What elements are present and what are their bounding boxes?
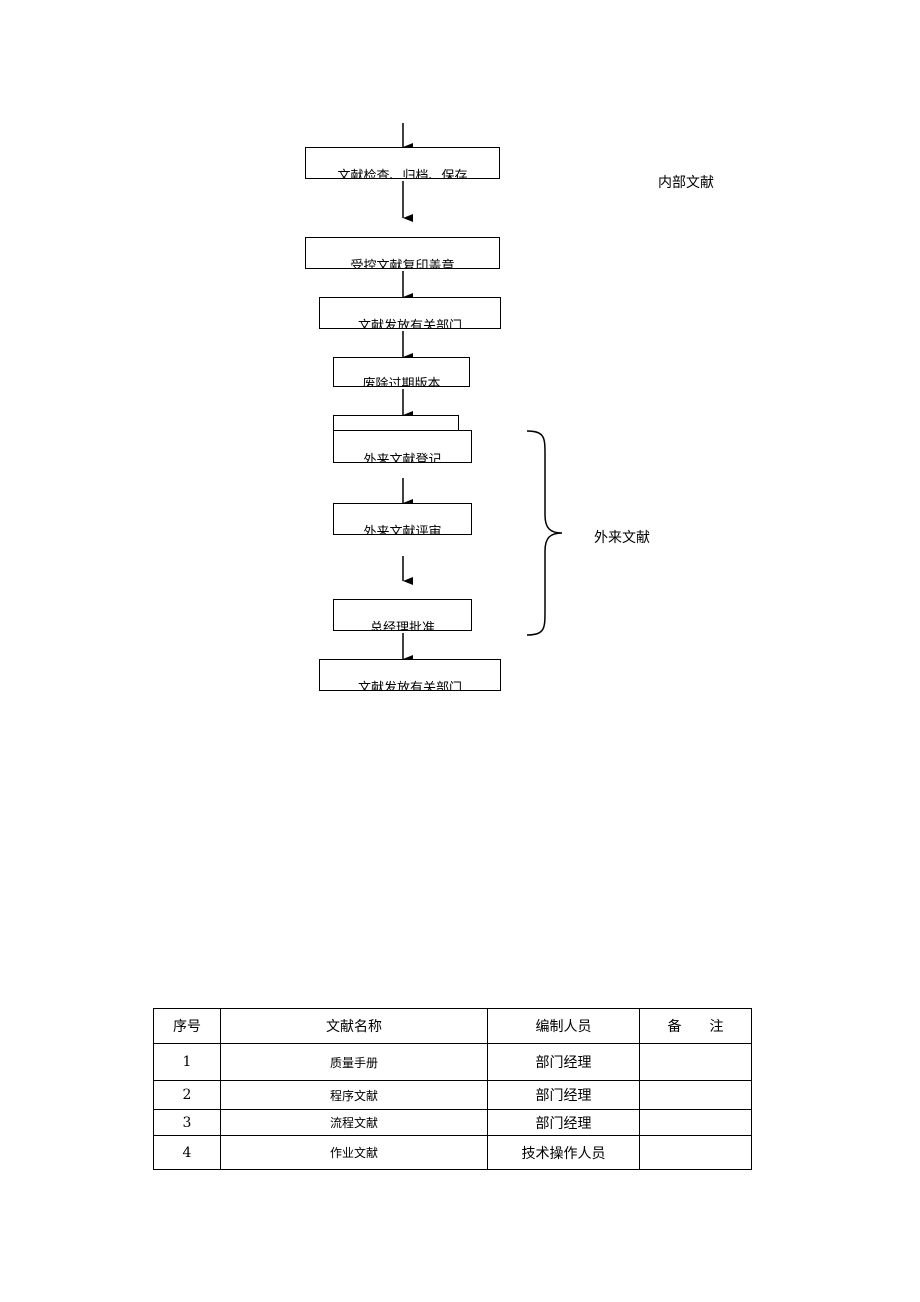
flow-step-register-tab	[333, 415, 459, 430]
flow-step-distribute-final-text: 文献发放有关部门	[357, 681, 462, 691]
flow-step-review: 外来文献评审	[333, 503, 472, 535]
row-note	[639, 1080, 752, 1110]
flow-step-register-text: 外来文献登记	[363, 453, 442, 463]
row-num: 4	[153, 1135, 221, 1170]
flow-step-copy-stamp-text: 受控文献复印盖章	[350, 259, 455, 269]
flow-step-void-expired-text: 废除过期版本	[362, 377, 441, 387]
table-row: 4 作业文献 技术操作人员	[153, 1135, 752, 1170]
row-doc-name: 质量手册	[220, 1043, 488, 1081]
header-staff: 编制人员	[487, 1008, 640, 1044]
row-num: 2	[153, 1080, 221, 1110]
row-note	[639, 1135, 752, 1170]
row-num: 1	[153, 1043, 221, 1081]
table-header-row: 序号 文献名称 编制人员 备 注	[153, 1008, 752, 1044]
row-staff: 部门经理	[487, 1043, 640, 1081]
flow-step-distribute: 文献发放有关部门	[319, 297, 501, 329]
header-remarks: 备 注	[639, 1008, 752, 1044]
flow-step-archive-text: 文献检查、归档、保存	[337, 169, 468, 179]
table-row: 2 程序文献 部门经理	[153, 1080, 752, 1110]
external-brace	[526, 430, 563, 636]
row-num: 3	[153, 1109, 221, 1136]
row-staff: 部门经理	[487, 1109, 640, 1136]
row-note	[639, 1043, 752, 1081]
header-serial: 序号	[153, 1008, 221, 1044]
table-row: 3 流程文献 部门经理	[153, 1109, 752, 1136]
flow-step-register: 外来文献登记	[333, 430, 472, 463]
flow-step-copy-stamp: 受控文献复印盖章	[305, 237, 500, 269]
table-row: 1 质量手册 部门经理	[153, 1043, 752, 1081]
external-docs-label: 外来文献	[594, 530, 650, 546]
flow-step-approval: 总经理批准	[333, 599, 472, 631]
flow-step-archive: 文献检查、归档、保存	[305, 147, 500, 179]
flow-step-distribute-text: 文献发放有关部门	[357, 319, 462, 329]
flow-step-void-expired: 废除过期版本	[333, 357, 470, 387]
flow-step-distribute-final: 文献发放有关部门	[319, 659, 501, 691]
row-staff: 部门经理	[487, 1080, 640, 1110]
flow-step-approval-text: 总经理批准	[369, 621, 435, 631]
document-table: 序号 文献名称 编制人员 备 注 1 质量手册 部门经理 2 程序文献 部门经理…	[153, 1008, 752, 1170]
flow-step-review-text: 外来文献评审	[363, 525, 442, 535]
row-doc-name: 作业文献	[220, 1135, 488, 1170]
header-doc-name: 文献名称	[220, 1008, 488, 1044]
internal-docs-label: 内部文献	[658, 175, 714, 191]
row-staff: 技术操作人员	[487, 1135, 640, 1170]
row-doc-name: 流程文献	[220, 1109, 488, 1136]
row-doc-name: 程序文献	[220, 1080, 488, 1110]
row-note	[639, 1109, 752, 1136]
